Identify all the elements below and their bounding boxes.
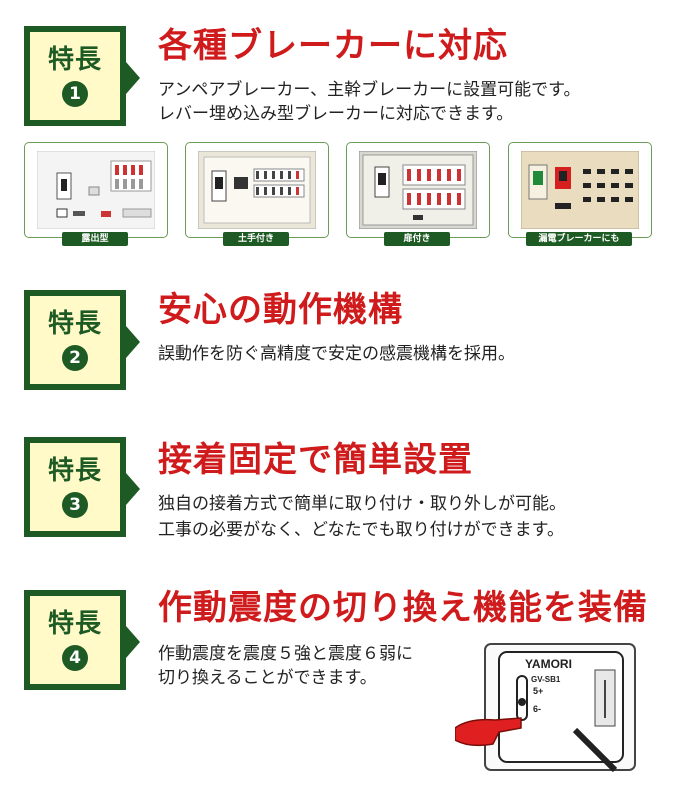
feature-title-1: 各種ブレーカーに対応 [158,26,508,66]
panel-frame [185,142,329,238]
feature-desc-2a: 誤動作を防ぐ高精度で安定の感震機構を採用。 [158,344,515,364]
panel-bank: 土手付き [185,142,329,246]
feature-desc-1b: レバー埋め込み型ブレーカーに対応できます。 [158,104,514,124]
panel-exposed: 露出型 [24,142,168,246]
feature-title-3: 接着固定で簡単設置 [158,440,473,480]
feature-desc-3a: 独自の接着方式で簡単に取り付け・取り外しが可能。 [158,494,566,514]
badge-text: 特長 [47,309,102,339]
badge-text: 特長 [47,609,102,639]
badge-inner: 特長 3 [30,443,120,531]
panel-door-image [359,151,477,229]
device-brand: YAMORI [525,657,572,671]
badge-text: 特長 [47,45,102,75]
badge-arrow [126,473,140,505]
badge-number: 4 [62,645,88,671]
badge-inner: 特長 2 [30,296,120,384]
badge-number: 2 [62,345,88,371]
feature-badge-2: 特長 2 [24,290,140,390]
badge-arrow [126,62,140,94]
feature-badge-4: 特長 4 [24,590,140,690]
device-model: GV-SB1 [531,675,561,684]
panel-label: 土手付き [223,232,289,246]
feature-desc-4a: 作動震度を震度５強と震度６弱に [158,644,413,664]
device-image: YAMORI GV-SB1 5+ 6- [454,643,636,773]
feature-desc-4b: 切り換えることができます。 [158,668,377,688]
seismic-device-illustration: YAMORI GV-SB1 5+ 6- [454,640,645,775]
feature-badge-3: 特長 3 [24,437,140,537]
device-setting-high: 5+ [533,686,543,696]
feature-desc-1a: アンペアブレーカー、主幹ブレーカーに設置可能です。 [158,80,581,100]
badge-text: 特長 [47,456,102,486]
panel-door: 扉付き [346,142,490,246]
panel-frame [24,142,168,238]
badge-arrow [126,326,140,358]
badge-arrow [126,626,140,658]
panel-label: 漏電ブレーカーにも [526,232,632,246]
device-setting-low: 6- [533,704,541,714]
feature-title-4: 作動震度の切り換え機能を装備 [158,588,648,628]
panel-frame [508,142,652,238]
panel-bank-image [198,151,316,229]
badge-inner: 特長 1 [30,32,120,120]
panel-leakage-image [521,151,639,229]
panel-exposed-image [37,151,155,229]
panel-label: 露出型 [62,232,128,246]
badge-number: 1 [62,81,88,107]
panel-frame [346,142,490,238]
badge-number: 3 [62,492,88,518]
panel-label: 扉付き [384,232,450,246]
feature-badge-1: 特長 1 [24,26,140,126]
badge-inner: 特長 4 [30,596,120,684]
feature-title-2: 安心の動作機構 [158,290,403,330]
panel-leakage: 漏電ブレーカーにも [508,142,652,246]
feature-desc-3b: 工事の必要がなく、どなたでも取り付けができます。 [158,520,564,540]
